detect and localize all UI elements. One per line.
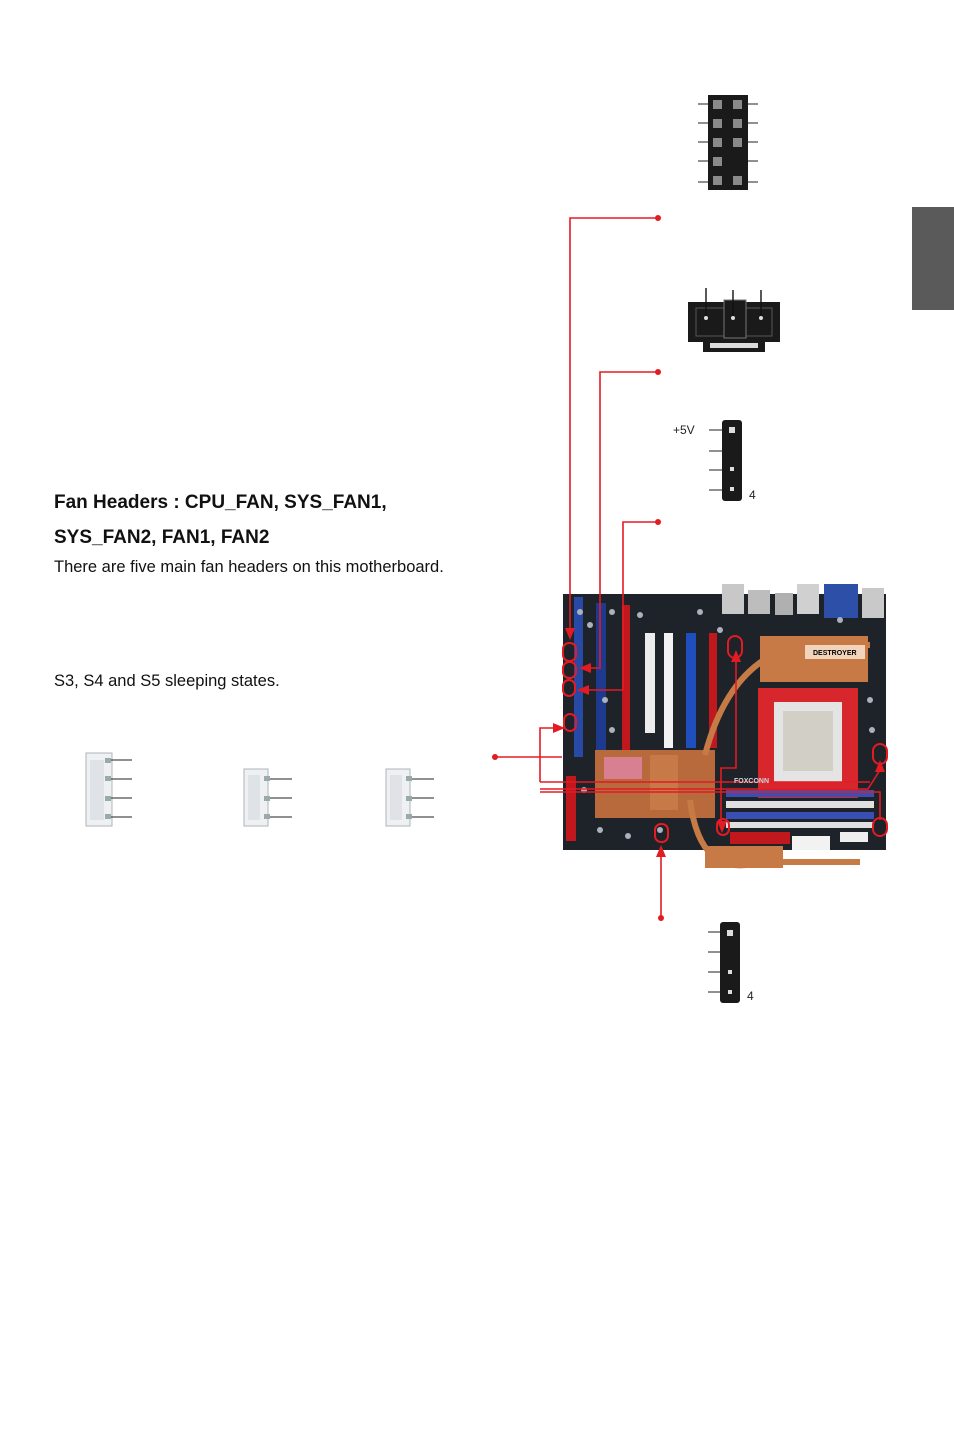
- fan-connector-3pin-a-icon: [243, 768, 292, 827]
- body-paragraph-sleep: S3, S4 and S5 sleeping states.: [54, 672, 280, 690]
- connector-3pin-keyed-icon: [688, 288, 780, 352]
- chapter-side-tab: [912, 207, 954, 310]
- section-heading-line2: SYS_FAN2, FAN1, FAN2: [54, 527, 270, 548]
- pin-label-4-upper: 4: [749, 488, 756, 502]
- annotation-arrowheads: [553, 628, 885, 857]
- pin-label-plus5v: +5V: [673, 423, 695, 437]
- annotation-dots: [492, 215, 664, 921]
- brand-text: FOXCONN: [734, 778, 769, 785]
- fan-connector-3pin-b-icon: [385, 768, 434, 827]
- motherboard-image: [563, 584, 886, 869]
- board-silkscreen: DESTROYER FOXCONN: [734, 650, 857, 785]
- annotation-highlight-rings: [562, 635, 888, 843]
- body-paragraph-fans: There are five main fan headers on this …: [54, 558, 444, 576]
- header-4pin-upper-icon: [709, 420, 742, 501]
- heatsink-text: DESTROYER: [813, 650, 857, 657]
- pin-label-4-lower: 4: [747, 989, 754, 1003]
- header-4pin-lower-icon: [708, 922, 740, 1003]
- fan-connector-4pin-icon: [85, 752, 132, 827]
- header-10pin-icon: [698, 95, 758, 190]
- section-heading-line1: Fan Headers : CPU_FAN, SYS_FAN1,: [54, 492, 387, 513]
